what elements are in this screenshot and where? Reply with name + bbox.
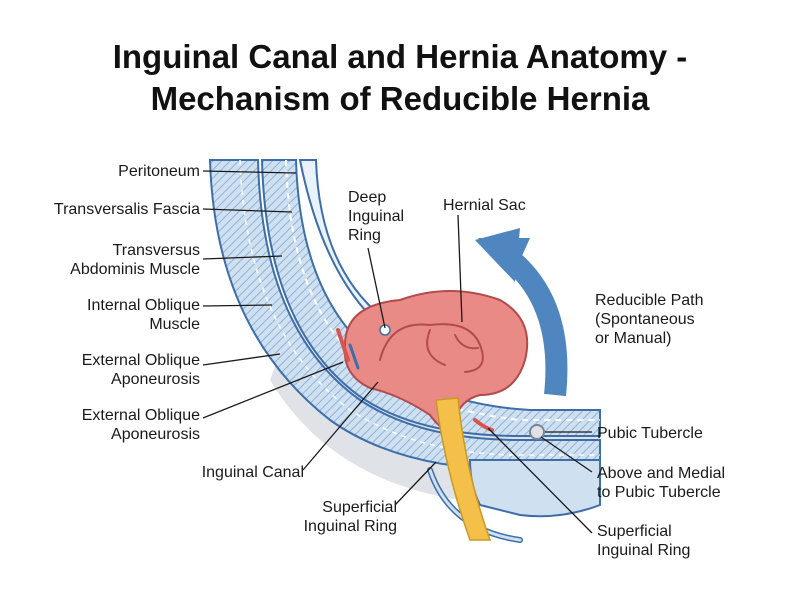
- leader-peritoneum: [202, 170, 297, 174]
- label-superficial-ring-left: Superficial Inguinal Ring: [303, 499, 397, 535]
- leader-above-medial: [540, 436, 593, 473]
- label-transversus-abdominis: Transversus Abdominis Muscle: [70, 242, 200, 278]
- herniated-bowel-loop: [379, 323, 484, 373]
- leader-superficial-right: [487, 427, 593, 534]
- pubic-tubercle-marker: [529, 424, 545, 440]
- title-line-1: Inguinal Canal and Hernia Anatomy -: [112, 38, 688, 75]
- title-line-2: Mechanism of Reducible Hernia: [150, 80, 650, 117]
- label-superficial-ring-right: Superficial Inguinal Ring: [597, 523, 691, 559]
- leader-hernial-sac: [457, 214, 463, 323]
- reducible-path-arrow-shaft: [498, 246, 568, 397]
- label-external-oblique-upper: External Oblique Aponeurosis: [81, 352, 200, 388]
- abdominal-wall-middle-band: [260, 159, 601, 437]
- leader-inguinal-canal: [302, 381, 379, 471]
- vessel-blue: [348, 343, 360, 370]
- leader-external-oblique-a: [202, 353, 281, 366]
- label-reducible-path: Reducible Path (Spontaneous or Manual): [595, 292, 704, 347]
- reducible-path-arrowhead-tip: [475, 228, 520, 282]
- leader-deep-ring: [367, 247, 386, 329]
- leader-external-oblique-b: [202, 361, 344, 419]
- leader-internal-oblique: [202, 304, 273, 307]
- vessel-red: [336, 328, 350, 362]
- diagram-title: Inguinal Canal and Hernia Anatomy - Mech…: [0, 36, 800, 120]
- leader-superficial-left: [394, 461, 437, 506]
- leader-transversus: [202, 255, 283, 260]
- label-inguinal-canal: Inguinal Canal: [201, 464, 304, 481]
- label-internal-oblique: Internal Oblique Muscle: [87, 297, 200, 333]
- label-pubic-tubercle: Pubic Tubercle: [597, 425, 703, 442]
- label-hernial-sac: Hernial Sac: [443, 197, 526, 214]
- label-external-oblique-lower: External Oblique Aponeurosis: [81, 407, 200, 443]
- label-deep-inguinal-ring: Deep Inguinal Ring: [348, 189, 405, 244]
- vessel-red-ring: [473, 418, 494, 432]
- leader-transversalis: [202, 208, 293, 213]
- external-oblique-lower-band: [468, 459, 601, 518]
- spermatic-cord: [435, 397, 492, 541]
- label-peritoneum: Peritoneum: [118, 163, 200, 180]
- label-transversalis-fascia: Transversalis Fascia: [53, 201, 200, 218]
- label-above-medial-pubic: Above and Medial to Pubic Tubercle: [597, 465, 726, 501]
